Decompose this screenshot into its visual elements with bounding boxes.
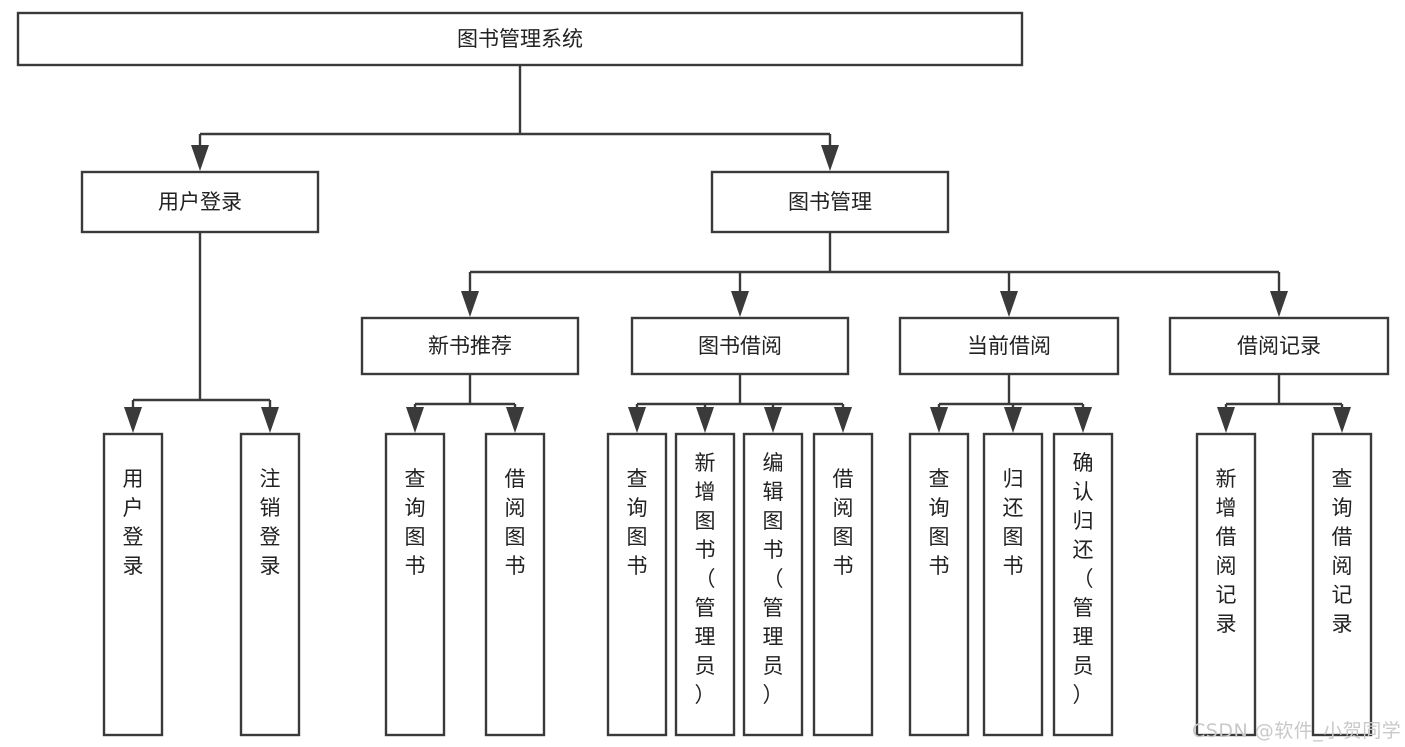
node-box-leaf-query-book-c[interactable] — [908, 432, 970, 737]
node-box-l2-book-borrow[interactable] — [630, 316, 850, 376]
csdn-watermark: CSDN @软件_小贺同学 — [1192, 720, 1402, 742]
node-label-l1-user-login: 用户登录 — [158, 190, 242, 214]
node-label-leaf-borrow-book-b: 借阅图书 — [833, 467, 854, 578]
node-box-l2-cur-borrow[interactable] — [898, 316, 1120, 376]
connector-group-l1_user_login — [124, 232, 279, 433]
node-box-leaf-query-book-a[interactable] — [384, 432, 446, 737]
node-l2-borrow-log[interactable]: 借阅记录 — [1168, 316, 1390, 376]
node-leaf-edit-book[interactable]: 编辑图书（管理员） — [742, 432, 804, 737]
node-box-leaf-user-logout[interactable] — [239, 432, 301, 737]
node-label-leaf-edit-book: 编辑图书（管理员） — [763, 451, 784, 707]
node-leaf-borrow-book-a[interactable]: 借阅图书 — [484, 432, 546, 737]
node-box-leaf-return-book[interactable] — [982, 432, 1044, 737]
node-box-leaf-query-log[interactable] — [1311, 432, 1373, 737]
node-root[interactable]: 图书管理系统 — [16, 11, 1024, 67]
node-l2-book-borrow[interactable]: 图书借阅 — [630, 316, 850, 376]
node-l1-book-manage[interactable]: 图书管理 — [710, 170, 950, 234]
node-box-l2-new-book-rec[interactable] — [360, 316, 580, 376]
node-label-leaf-query-book-a: 查询图书 — [405, 467, 426, 578]
connector-layer — [124, 65, 1351, 433]
node-leaf-add-log[interactable]: 新增借阅记录 — [1195, 432, 1257, 737]
node-box-leaf-borrow-book-a[interactable] — [484, 432, 546, 737]
node-box-root[interactable] — [16, 11, 1024, 67]
node-l1-user-login[interactable]: 用户登录 — [80, 170, 320, 234]
node-label-l2-cur-borrow: 当前借阅 — [967, 334, 1051, 358]
node-label-leaf-return-book: 归还图书 — [1003, 467, 1024, 578]
node-box-leaf-edit-book[interactable] — [742, 432, 804, 737]
node-leaf-query-book-c[interactable]: 查询图书 — [908, 432, 970, 737]
node-label-l2-borrow-log: 借阅记录 — [1237, 334, 1321, 358]
node-box-leaf-query-book-b[interactable] — [606, 432, 668, 737]
node-leaf-user-logout[interactable]: 注销登录 — [239, 432, 301, 737]
node-label-leaf-add-log: 新增借阅记录 — [1216, 467, 1237, 636]
node-leaf-borrow-book-b[interactable]: 借阅图书 — [812, 432, 874, 737]
node-label-leaf-query-book-c: 查询图书 — [929, 467, 950, 578]
node-leaf-query-book-b[interactable]: 查询图书 — [606, 432, 668, 737]
node-leaf-confirm-ret[interactable]: 确认归还（管理员） — [1052, 432, 1114, 737]
node-l2-new-book-rec[interactable]: 新书推荐 — [360, 316, 580, 376]
node-box-leaf-borrow-book-b[interactable] — [812, 432, 874, 737]
node-box-leaf-add-log[interactable] — [1195, 432, 1257, 737]
node-box-l2-borrow-log[interactable] — [1168, 316, 1390, 376]
node-label-leaf-add-book: 新增图书（管理员） — [695, 451, 716, 707]
node-leaf-query-log[interactable]: 查询借阅记录 — [1311, 432, 1373, 737]
node-label-root: 图书管理系统 — [457, 27, 583, 51]
node-leaf-add-book[interactable]: 新增图书（管理员） — [674, 432, 736, 737]
node-l2-cur-borrow[interactable]: 当前借阅 — [898, 316, 1120, 376]
node-box-leaf-add-book[interactable] — [674, 432, 736, 737]
node-layer: 图书管理系统用户登录图书管理新书推荐图书借阅当前借阅借阅记录用户登录注销登录查询… — [16, 11, 1390, 737]
connector-group-l2_cur_borrow — [930, 374, 1092, 433]
node-label-l1-book-manage: 图书管理 — [788, 190, 872, 214]
node-label-leaf-query-log: 查询借阅记录 — [1332, 467, 1353, 636]
node-label-l2-book-borrow: 图书借阅 — [698, 334, 782, 358]
node-label-l2-new-book-rec: 新书推荐 — [428, 334, 512, 358]
connector-group-l2_new_book_rec — [406, 374, 524, 433]
node-leaf-query-book-a[interactable]: 查询图书 — [384, 432, 446, 737]
node-label-leaf-borrow-book-a: 借阅图书 — [505, 467, 526, 578]
node-label-leaf-user-login: 用户登录 — [123, 467, 144, 578]
node-box-leaf-user-login[interactable] — [102, 432, 164, 737]
node-leaf-user-login[interactable]: 用户登录 — [102, 432, 164, 737]
node-leaf-return-book[interactable]: 归还图书 — [982, 432, 1044, 737]
node-box-l1-user-login[interactable] — [80, 170, 320, 234]
node-label-leaf-user-logout: 注销登录 — [260, 467, 281, 578]
connector-group-root — [191, 65, 839, 171]
connector-group-l1_book_manage — [461, 232, 1288, 317]
node-label-leaf-query-book-b: 查询图书 — [627, 467, 648, 578]
node-label-leaf-confirm-ret: 确认归还（管理员） — [1073, 451, 1094, 707]
connector-group-l2_borrow_log — [1217, 374, 1351, 433]
node-box-leaf-confirm-ret[interactable] — [1052, 432, 1114, 737]
node-box-l1-book-manage[interactable] — [710, 170, 950, 234]
connector-group-l2_book_borrow — [628, 374, 852, 433]
